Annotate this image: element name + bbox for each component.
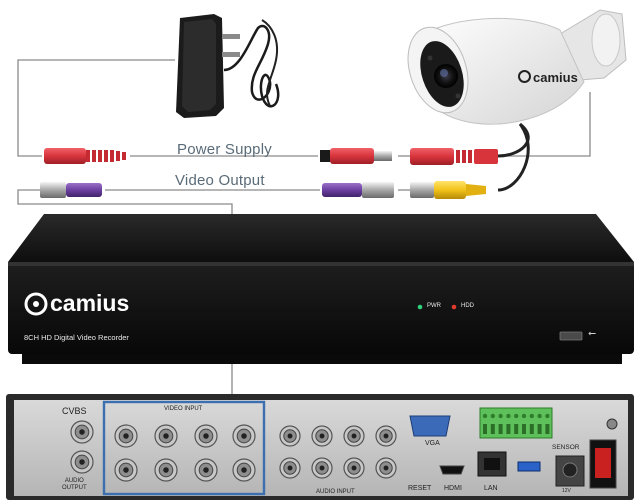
audio-output-jack [70, 450, 94, 474]
terminal-screw [482, 413, 488, 419]
terminal-slot [545, 424, 550, 434]
bnc-jacks [70, 420, 397, 482]
bnc-plug-right [322, 182, 394, 198]
video-output-label: Video Output [175, 172, 265, 189]
audio-input-jack [343, 457, 365, 479]
sensor-label: SENSOR [552, 444, 580, 451]
terminal-slot [522, 424, 526, 434]
terminal-screw [545, 413, 550, 419]
video-input-jack [154, 424, 178, 448]
dvr-front-unit [8, 214, 634, 364]
video-input-jack [154, 458, 178, 482]
audio-input-jack [311, 425, 333, 447]
dvr-model-caption: 8CH HD Digital Video Recorder [24, 333, 129, 342]
terminal-slot [537, 424, 542, 434]
terminal-slot [529, 424, 534, 434]
power-rating-label: 12V [562, 488, 571, 494]
video-input-jack [114, 458, 138, 482]
power-plug-right [320, 148, 392, 164]
terminal-screw [521, 413, 527, 419]
camera-pigtail [497, 122, 530, 192]
led-hdd-label: HDD [461, 303, 474, 309]
bnc-plug-left [40, 182, 102, 198]
terminal-screw [529, 413, 534, 419]
video-input-jack [194, 424, 218, 448]
video-input-jack [232, 458, 256, 482]
power-supply-label: Power Supply [177, 141, 272, 158]
rear-ports [409, 407, 618, 489]
cvbs-label: CVBS [62, 406, 87, 416]
power-adapter [176, 14, 280, 118]
video-input-jack [114, 424, 138, 448]
usb-symbol-icon: ⭠ [588, 328, 596, 339]
terminal-slot [483, 424, 487, 434]
bullet-camera [407, 9, 627, 125]
video-input-label: VIDEO INPUT [164, 406, 203, 412]
camera-brand: camius [518, 70, 578, 85]
video-input-jack [232, 424, 256, 448]
led-pwr-label: PWR [427, 303, 441, 309]
audio-input-label: AUDIO INPUT [316, 489, 355, 495]
power-plug-left [44, 148, 126, 164]
reset-label: RESET [408, 485, 432, 492]
lan-label: LAN [484, 485, 498, 492]
audio-input-jack [279, 425, 301, 447]
terminal-slot [506, 424, 511, 434]
audio-input-jack [343, 425, 365, 447]
terminal-slot [514, 424, 519, 434]
vga-label: VGA [425, 440, 440, 447]
terminal-slot [490, 424, 495, 434]
audio-output-label: AUDIO OUTPUT [62, 478, 87, 491]
terminal-screw [514, 413, 519, 419]
dvr-brand: camius [50, 290, 130, 316]
video-input-jack [194, 458, 218, 482]
camera-logo-icon [518, 70, 531, 83]
audio-input-jack [311, 457, 333, 479]
camera-power-jack [410, 148, 498, 165]
hdmi-label: HDMI [444, 485, 462, 492]
terminal-slot [498, 424, 503, 434]
terminal-screw [506, 413, 511, 419]
terminal-screw [490, 413, 495, 419]
audio-input-jack [375, 425, 397, 447]
terminal-screw [498, 413, 503, 419]
camera-bnc-jack [410, 181, 486, 199]
terminal-screw [537, 413, 542, 419]
audio-input-jack [279, 457, 301, 479]
cvbs-jack [70, 420, 94, 444]
audio-input-jack [375, 457, 397, 479]
